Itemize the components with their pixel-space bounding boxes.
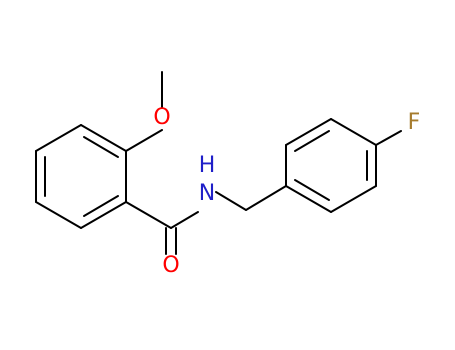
fluorine-label: F (408, 110, 421, 135)
hydrogen-amide-label: H (199, 153, 216, 178)
nitrogen-amide-label: N (199, 181, 215, 206)
bond-ch2-aryl (245, 185, 287, 211)
bond-ring2-5 (330, 185, 377, 213)
bond-o-aryl (125, 129, 163, 152)
oxygen-methoxy-label: O (153, 105, 170, 130)
bond-ring2-3 (330, 118, 377, 146)
bond-ring1-2 (35, 124, 82, 152)
bond-aryl-f (375, 130, 402, 146)
bond-ring1-4 (35, 201, 82, 229)
bond-carbonyl-n (170, 211, 199, 229)
bond-ring2-inner-3 (294, 179, 330, 201)
bond-aryl-carbonyl (125, 201, 172, 229)
bond-ring1-inner-3 (83, 195, 119, 217)
oxygen-carbonyl-label: O (162, 253, 179, 278)
bond-ring2-6 (285, 185, 332, 213)
bond-n-ch2 (215, 191, 247, 211)
bond-ring1-5 (80, 201, 127, 229)
bond-ring2-inner-1 (294, 130, 330, 152)
bond-ring1-1 (80, 124, 127, 152)
bond-ring1-inner-1 (83, 136, 119, 158)
bond-ring2-2 (285, 118, 332, 146)
